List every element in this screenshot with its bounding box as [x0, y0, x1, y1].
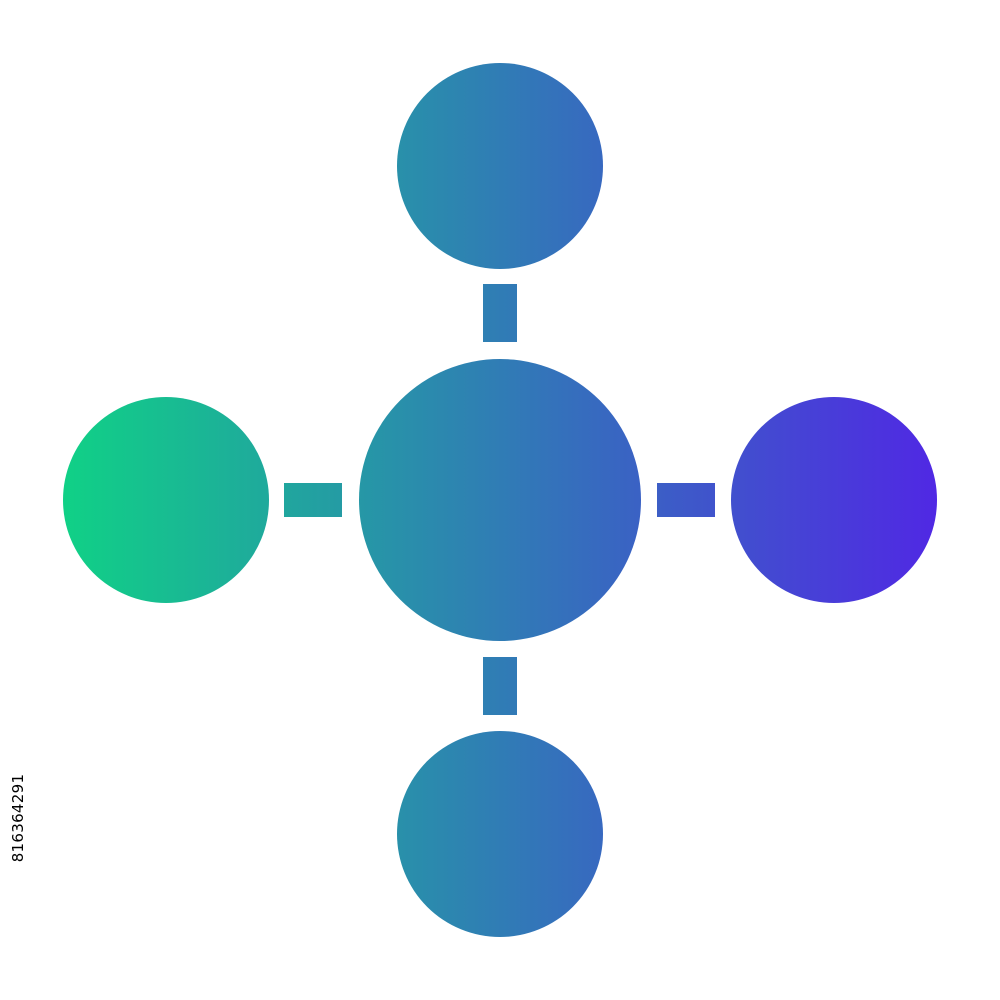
stock-id-text: 816364291	[9, 773, 27, 863]
connector-top	[483, 284, 517, 342]
right-node	[731, 397, 937, 603]
connector-right	[657, 483, 715, 517]
top-node	[397, 63, 603, 269]
center-node	[359, 359, 641, 641]
connector-left	[284, 483, 342, 517]
bottom-node	[397, 731, 603, 937]
connector-bottom	[483, 657, 517, 715]
stock-id-label: 816364291	[8, 768, 28, 868]
left-node	[63, 397, 269, 603]
